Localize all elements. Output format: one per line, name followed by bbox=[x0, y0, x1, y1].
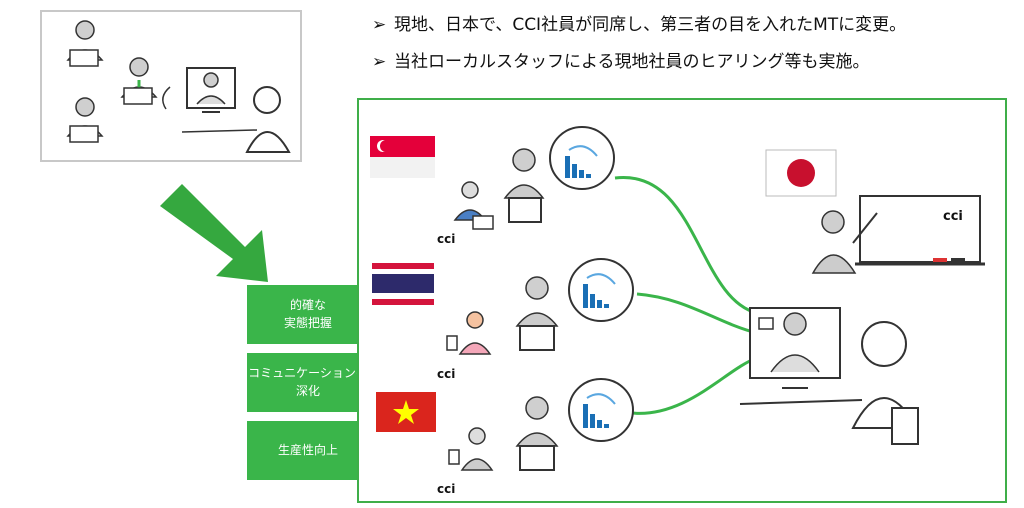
vietnam-flag bbox=[376, 392, 436, 432]
before-meeting-panel bbox=[40, 10, 302, 162]
connection-lines bbox=[614, 176, 758, 415]
video-monitor bbox=[749, 307, 841, 389]
local-staff-row-3: cci bbox=[437, 378, 634, 496]
benefit-deeper-communication: コミュニケーションの 深化 bbox=[247, 353, 369, 412]
before-meeting-illustration bbox=[66, 20, 291, 153]
transition-arrow-icon bbox=[160, 184, 268, 282]
japan-presenter: cci bbox=[811, 195, 985, 274]
laptop-icon bbox=[519, 445, 555, 471]
local-staff-row-2: cci bbox=[437, 258, 634, 381]
cci-logo: cci bbox=[437, 482, 455, 496]
cci-logo: cci bbox=[943, 209, 963, 224]
laptop-icon bbox=[508, 197, 542, 223]
benefit-productivity: 生産性向上 bbox=[247, 421, 369, 480]
singapore-flag bbox=[370, 136, 435, 178]
japan-flag bbox=[765, 149, 837, 197]
bullet-1: ➢ 現地、日本で、CCI社員が同席し、第三者の目を入れたMTに変更。 bbox=[372, 10, 906, 35]
benefit-accurate-understanding: 的確な 実態把握 bbox=[247, 285, 369, 344]
person-back-icon bbox=[245, 86, 291, 153]
thailand-flag bbox=[372, 263, 434, 305]
bullet-text: 現地、日本で、CCI社員が同席し、第三者の目を入れたMTに変更。 bbox=[394, 15, 907, 35]
person-back-icon bbox=[851, 321, 919, 445]
whiteboard-icon bbox=[859, 195, 981, 263]
after-meeting-illustration: cci cci cci cci bbox=[370, 126, 985, 496]
local-staff-row-1: cci bbox=[437, 126, 615, 246]
cci-logo: cci bbox=[437, 232, 455, 246]
bullet-arrow-icon: ➢ bbox=[372, 15, 387, 35]
monitor-icon bbox=[186, 67, 236, 113]
bullet-arrow-icon: ➢ bbox=[372, 52, 387, 72]
bullet-2: ➢ 当社ローカルスタッフによる現地社員のヒアリング等も実施。 bbox=[372, 47, 870, 72]
laptop-icon bbox=[519, 325, 555, 351]
bullet-text: 当社ローカルスタッフによる現地社員のヒアリング等も実施。 bbox=[394, 52, 870, 72]
person-icon bbox=[66, 20, 104, 67]
person-icon bbox=[120, 57, 158, 105]
cci-logo: cci bbox=[437, 367, 455, 381]
person-icon bbox=[66, 97, 104, 143]
